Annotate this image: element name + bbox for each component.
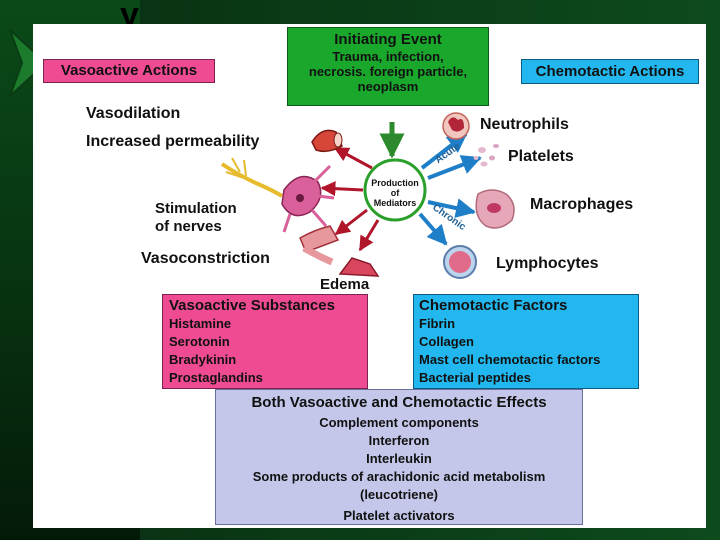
stimulation-label: Stimulation — [155, 200, 237, 217]
arrow-to-nerves — [320, 181, 364, 197]
mediators-center-text: Production of Mediators — [364, 178, 426, 208]
arrow-to-edema — [358, 219, 380, 252]
platelets-label: Platelets — [508, 148, 574, 165]
chemotactic-actions-header: Chemotactic Actions — [521, 59, 699, 84]
initiating-event-box: Initiating Event Trauma, infection, necr… — [287, 27, 489, 106]
substance-item: Prostaglandins — [169, 370, 263, 385]
arrow-to-vasodilation — [333, 146, 373, 170]
substance-item: Bradykinin — [169, 352, 237, 367]
substance-item: Histamine — [169, 316, 232, 331]
vasoactive-substances-header: Vasoactive Substances — [169, 297, 335, 314]
arrow-to-lymphocytes — [418, 212, 448, 246]
initiating-event-line: neoplasm — [357, 79, 419, 94]
neutrophil-illustration — [442, 112, 470, 140]
nerve-cell-illustration — [220, 157, 335, 233]
center-line: of — [390, 188, 400, 198]
both-effects-item: Interferon — [368, 433, 430, 448]
substance-item: Serotonin — [169, 334, 230, 349]
vasoactive-actions-header: Vasoactive Actions — [43, 59, 215, 83]
factor-item: Bacterial peptides — [419, 370, 531, 385]
macrophage-illustration — [475, 189, 515, 229]
lymphocytes-label: Lymphocytes — [496, 255, 599, 272]
center-line: Production — [371, 178, 419, 188]
arrow-to-macrophages — [427, 198, 476, 218]
arrow-to-neutrophils — [420, 132, 468, 170]
initiating-event-line: Trauma, infection, — [332, 49, 444, 64]
both-effects-item: Platelet activators — [343, 508, 455, 523]
edema-label: Edema — [320, 276, 370, 293]
vasoactive-substances-box: Vasoactive Substances Histamine Serotoni… — [162, 294, 368, 389]
factor-item: Fibrin — [419, 316, 456, 331]
edema-tissue-illustration — [338, 257, 380, 277]
neutrophils-label: Neutrophils — [480, 116, 569, 133]
arrow-to-platelets — [427, 155, 482, 180]
lymphocyte-illustration — [443, 245, 477, 279]
arrow-to-vasoconstriction — [334, 208, 368, 236]
of-nerves-label: of nerves — [155, 218, 222, 235]
both-effects-item: Complement components — [319, 415, 479, 430]
platelets-illustration — [473, 144, 499, 167]
initiating-event-title: Initiating Event — [334, 31, 442, 48]
factor-item: Collagen — [419, 334, 474, 349]
both-effects-item: (leucotriene) — [359, 487, 438, 502]
constricted-vessel-illustration — [299, 225, 340, 266]
macrophages-label: Macrophages — [530, 196, 634, 213]
both-effects-item: Interleukin — [366, 451, 432, 466]
chemotactic-factors-header: Chemotactic Factors — [419, 297, 568, 314]
dilated-vessel-illustration — [311, 129, 343, 153]
vasodilation-label: Vasodilation — [86, 105, 181, 122]
both-effects-item: Some products of arachidonic acid metabo… — [252, 469, 546, 484]
chemotactic-factors-box: Chemotactic Factors Fibrin Collagen Mast… — [413, 294, 639, 389]
both-effects-box: Both Vasoactive and Chemotactic Effects … — [215, 389, 583, 525]
vasoconstriction-label: Vasoconstriction — [141, 250, 270, 267]
both-effects-header: Both Vasoactive and Chemotactic Effects — [251, 394, 547, 411]
center-line: Mediators — [373, 198, 417, 208]
increased-permeability-label: Increased permeability — [86, 133, 260, 150]
mediators-circle — [363, 158, 427, 222]
factor-item: Mast cell chemotactic factors — [419, 352, 601, 367]
initiating-event-line: necrosis. foreign particle, — [308, 64, 468, 79]
